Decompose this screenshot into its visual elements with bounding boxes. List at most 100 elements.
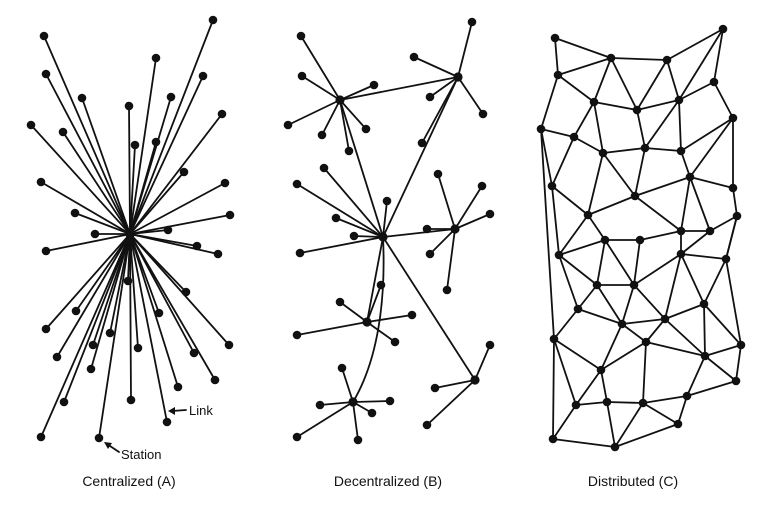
link <box>474 344 491 381</box>
station <box>635 235 645 245</box>
link <box>382 236 476 381</box>
station <box>728 183 738 193</box>
link <box>575 369 602 406</box>
station <box>382 196 392 206</box>
link-label: Link <box>189 403 213 418</box>
link <box>680 230 711 255</box>
caption-distributed: Distributed (C) <box>588 473 678 489</box>
station <box>598 148 608 158</box>
station <box>638 398 648 408</box>
station <box>166 92 176 102</box>
station <box>105 328 115 338</box>
station <box>86 364 96 374</box>
station <box>36 432 46 442</box>
link <box>577 284 598 310</box>
station <box>571 400 581 410</box>
link <box>366 321 396 343</box>
station <box>220 178 230 188</box>
link <box>680 253 727 260</box>
link <box>593 101 604 154</box>
station <box>390 337 400 347</box>
link <box>636 109 646 149</box>
link <box>45 73 131 235</box>
link <box>634 147 646 197</box>
link <box>642 395 688 404</box>
station <box>353 435 363 445</box>
link <box>596 284 623 325</box>
link <box>557 57 612 76</box>
link <box>678 99 682 152</box>
hub-station <box>362 317 372 327</box>
link <box>553 338 577 406</box>
link <box>689 176 711 232</box>
link <box>56 233 131 358</box>
link <box>610 57 638 111</box>
station <box>736 340 746 350</box>
link <box>644 147 682 152</box>
station <box>549 334 559 344</box>
station <box>367 408 377 418</box>
link <box>606 401 616 448</box>
link <box>319 401 354 406</box>
link <box>602 152 636 197</box>
link <box>558 254 598 286</box>
link <box>703 303 742 346</box>
station <box>699 299 709 309</box>
link <box>129 233 168 423</box>
station <box>94 433 104 443</box>
station <box>41 246 51 256</box>
link <box>725 258 742 346</box>
link <box>341 367 354 403</box>
link <box>301 75 341 101</box>
station <box>179 167 189 177</box>
link <box>621 318 666 325</box>
station <box>606 53 616 63</box>
link <box>421 76 459 144</box>
link <box>678 28 724 101</box>
link <box>129 233 179 388</box>
centralized-network <box>26 15 235 443</box>
station <box>573 304 583 314</box>
link <box>633 253 682 286</box>
station <box>676 249 686 259</box>
link <box>703 303 706 357</box>
link <box>642 341 647 404</box>
station <box>467 17 477 27</box>
link <box>129 141 157 235</box>
link <box>540 74 559 130</box>
link <box>128 105 131 235</box>
link <box>551 136 575 187</box>
station <box>583 210 593 220</box>
link <box>639 230 682 241</box>
station <box>478 109 488 119</box>
link <box>593 101 638 111</box>
link <box>606 401 644 404</box>
station <box>728 113 738 123</box>
station <box>162 417 172 427</box>
link <box>429 76 459 98</box>
station <box>210 375 220 385</box>
link <box>75 233 131 312</box>
link <box>680 150 691 178</box>
link <box>339 99 367 130</box>
link <box>426 379 476 426</box>
station <box>192 241 202 251</box>
link <box>551 185 589 216</box>
station <box>547 181 557 191</box>
station <box>224 340 234 350</box>
link <box>129 233 219 255</box>
link <box>323 167 384 238</box>
link <box>339 76 459 101</box>
station <box>292 330 302 340</box>
station <box>732 211 742 221</box>
station <box>39 31 49 41</box>
link <box>45 233 131 330</box>
link <box>689 117 734 178</box>
station-label: Station <box>121 447 161 462</box>
link <box>732 187 738 217</box>
station <box>297 71 307 81</box>
link <box>558 214 589 256</box>
link <box>709 215 738 232</box>
link <box>90 233 131 370</box>
station <box>589 97 599 107</box>
